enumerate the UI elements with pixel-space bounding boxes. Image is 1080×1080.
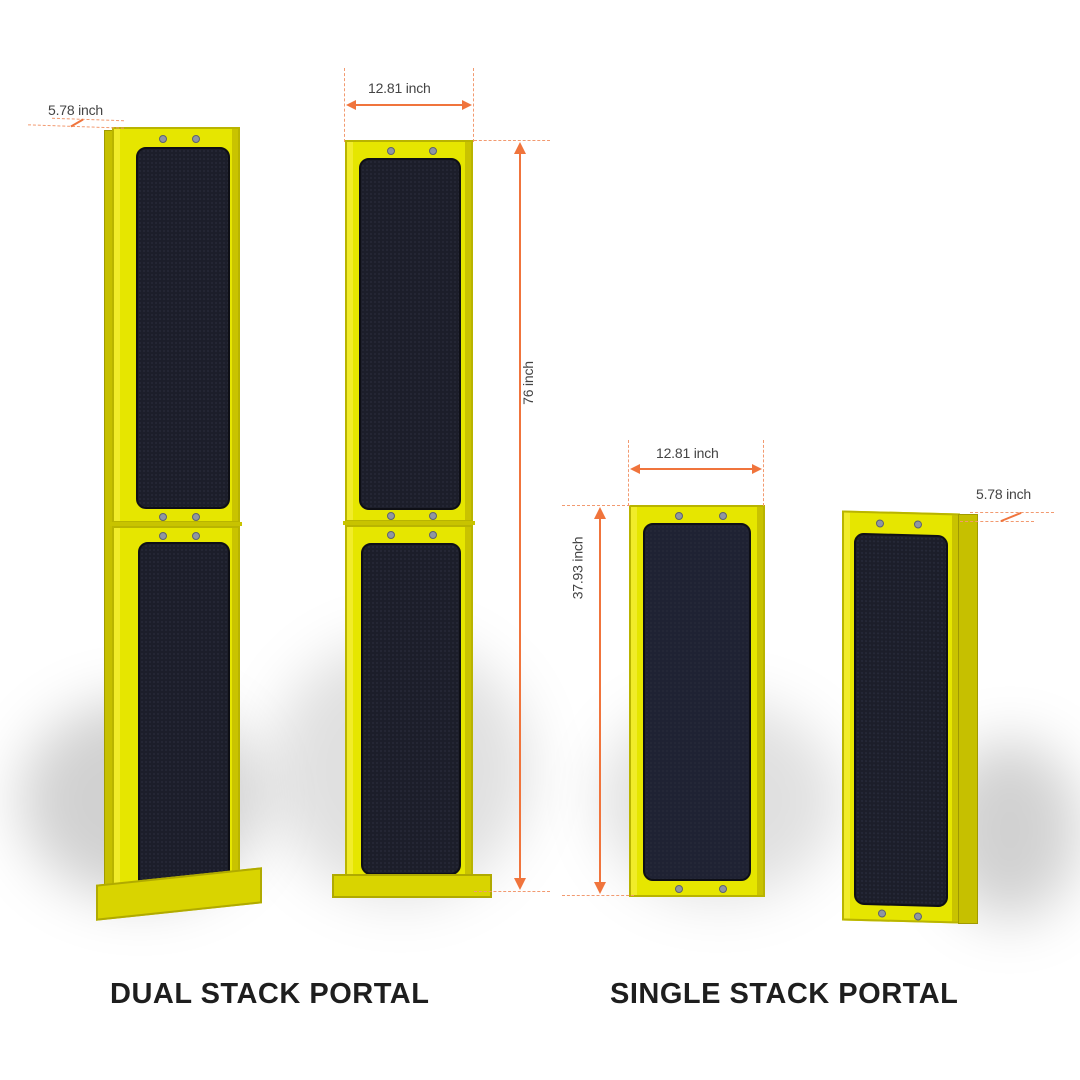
arrow-up-icon bbox=[514, 142, 526, 154]
bolt bbox=[387, 531, 395, 539]
bolt bbox=[159, 532, 167, 540]
dimension-line bbox=[519, 152, 521, 880]
dimension-guide bbox=[562, 895, 634, 896]
dimension-line bbox=[599, 516, 601, 884]
dimension-guide bbox=[474, 891, 550, 892]
module-seam bbox=[110, 522, 242, 526]
bolt bbox=[876, 519, 884, 528]
dimension-guide bbox=[763, 440, 764, 506]
portal-upper-module bbox=[345, 140, 473, 522]
portal-module bbox=[842, 510, 960, 924]
dimension-guide bbox=[562, 505, 630, 506]
bolt bbox=[914, 912, 922, 921]
dimension-guide bbox=[52, 117, 124, 122]
module-seam bbox=[343, 521, 475, 525]
portal-lower-module bbox=[112, 526, 240, 896]
dimension-guide bbox=[960, 521, 1034, 522]
dual-width-label: 12.81 inch bbox=[368, 80, 431, 96]
single-height-label: 37.93 inch bbox=[569, 536, 586, 600]
arrow-right-icon bbox=[462, 100, 472, 110]
bolt bbox=[429, 147, 437, 155]
portal-side-panel bbox=[958, 514, 978, 924]
dimension-guide bbox=[473, 68, 474, 142]
antenna-pad bbox=[136, 147, 230, 509]
bolt bbox=[878, 909, 886, 918]
arrow-down-icon bbox=[594, 882, 606, 894]
arrow-left-icon bbox=[346, 100, 356, 110]
portal-upper-module bbox=[112, 127, 240, 523]
single-width-label: 12.81 inch bbox=[656, 445, 719, 461]
bolt bbox=[914, 520, 922, 529]
antenna-pad bbox=[359, 158, 461, 510]
antenna-pad bbox=[643, 523, 751, 881]
bolt bbox=[429, 512, 437, 520]
bolt bbox=[675, 885, 683, 893]
antenna-pad bbox=[361, 543, 461, 875]
bolt bbox=[675, 512, 683, 520]
bolt bbox=[159, 135, 167, 143]
bolt bbox=[429, 531, 437, 539]
bolt bbox=[192, 513, 200, 521]
dual-stack-caption: DUAL STACK PORTAL bbox=[110, 978, 430, 1010]
bolt bbox=[192, 135, 200, 143]
dual-depth-label: 5.78 inch bbox=[48, 102, 104, 118]
arrow-down-icon bbox=[514, 878, 526, 890]
dimension-guide bbox=[970, 512, 1054, 513]
portal-module bbox=[629, 505, 765, 897]
bolt bbox=[192, 532, 200, 540]
antenna-pad bbox=[854, 532, 948, 908]
dual-height-label: 76 inch bbox=[519, 361, 536, 405]
arrow-up-icon bbox=[594, 507, 606, 519]
portal-base-plate bbox=[332, 874, 492, 898]
dimension-line bbox=[352, 104, 466, 106]
antenna-pad bbox=[138, 542, 230, 892]
bolt bbox=[719, 512, 727, 520]
dimension-line bbox=[636, 468, 756, 470]
dimension-guide bbox=[628, 440, 629, 506]
arrow-right-icon bbox=[752, 464, 762, 474]
single-depth-label: 5.78 inch bbox=[976, 486, 1032, 502]
arrow-left-icon bbox=[630, 464, 640, 474]
dimension-guide bbox=[28, 124, 124, 129]
dimension-guide bbox=[344, 68, 345, 142]
bolt bbox=[387, 512, 395, 520]
bolt bbox=[159, 513, 167, 521]
single-stack-caption: SINGLE STACK PORTAL bbox=[610, 978, 959, 1010]
bolt bbox=[387, 147, 395, 155]
portal-lower-module bbox=[345, 525, 473, 880]
bolt bbox=[719, 885, 727, 893]
dimension-guide bbox=[474, 140, 550, 141]
